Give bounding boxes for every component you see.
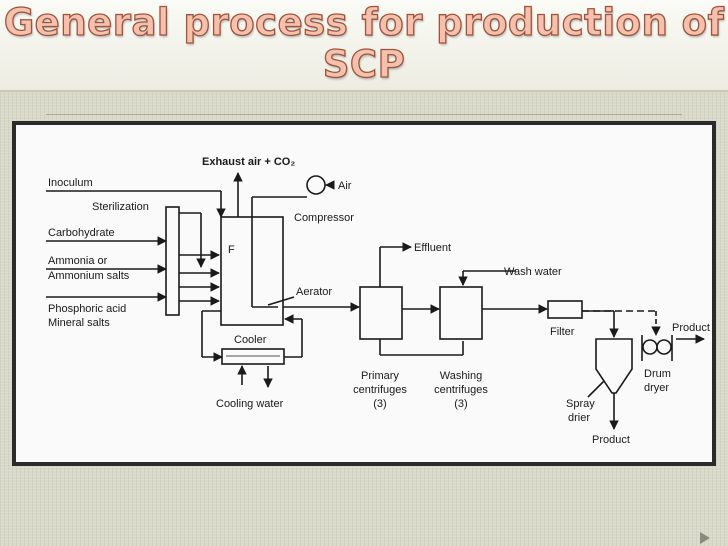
cooler-box xyxy=(221,348,285,365)
title-line-2: SCP xyxy=(322,43,406,86)
label-spray-2: drier xyxy=(568,412,590,424)
label-washing-2: centrifuges xyxy=(434,384,488,396)
label-product-right: Product xyxy=(672,322,710,334)
label-filter: Filter xyxy=(550,326,575,338)
label-exhaust: Exhaust air + CO₂ xyxy=(202,156,295,168)
label-drum-1: Drum xyxy=(644,368,671,380)
process-flow-diagram: Inoculum Sterilization Carbohydrate Ammo… xyxy=(46,156,710,446)
label-cooler: Cooler xyxy=(234,334,267,346)
filter-box xyxy=(547,300,583,319)
label-inoculum: Inoculum xyxy=(48,177,93,189)
primary-centrifuges-box xyxy=(359,286,403,340)
spray-drier-pointer xyxy=(587,380,605,398)
label-sterilization: Sterilization xyxy=(92,201,149,213)
label-aerator: Aerator xyxy=(296,286,332,298)
label-washing-1: Washing xyxy=(440,370,482,382)
label-fermenter: F xyxy=(228,244,235,256)
label-phosphoric-acid: Phosphoric acid xyxy=(48,303,126,315)
title-line-1: General process for production of xyxy=(3,1,725,44)
label-drum-2: dryer xyxy=(644,382,669,394)
washing-centrifuges-box xyxy=(439,286,483,340)
label-ammonia: Ammonia or xyxy=(48,255,108,267)
aerator-pointer xyxy=(267,296,295,306)
label-product-bottom: Product xyxy=(592,434,630,446)
label-primary-2: centrifuges xyxy=(353,384,407,396)
figure-frame: Inoculum Sterilization Carbohydrate Ammo… xyxy=(12,121,716,466)
next-slide-arrow-icon[interactable] xyxy=(700,532,710,544)
label-compressor: Compressor xyxy=(294,212,354,224)
label-primary-1: Primary xyxy=(361,370,399,382)
label-air: Air xyxy=(338,180,352,192)
label-carbohydrate: Carbohydrate xyxy=(48,227,115,239)
label-primary-3: (3) xyxy=(373,398,386,410)
label-spray-1: Spray xyxy=(566,398,595,410)
drum-right xyxy=(656,339,672,355)
label-wash-water: Wash water xyxy=(504,266,562,278)
label-effluent: Effluent xyxy=(414,242,451,254)
slide-title: General process for production of SCP xyxy=(0,1,728,86)
label-mineral-salts: Mineral salts xyxy=(48,317,110,329)
divider-rule xyxy=(46,114,682,115)
drum-left xyxy=(642,339,658,355)
sterilization-column xyxy=(165,206,180,316)
compressor-circle xyxy=(306,175,326,195)
label-washing-3: (3) xyxy=(454,398,467,410)
spray-drier-body xyxy=(595,338,633,394)
label-cooling-water: Cooling water xyxy=(216,398,284,410)
title-band: General process for production of SCP xyxy=(0,0,728,92)
figure-inner: Inoculum Sterilization Carbohydrate Ammo… xyxy=(16,125,712,462)
label-ammonium-salts: Ammonium salts xyxy=(48,270,130,282)
